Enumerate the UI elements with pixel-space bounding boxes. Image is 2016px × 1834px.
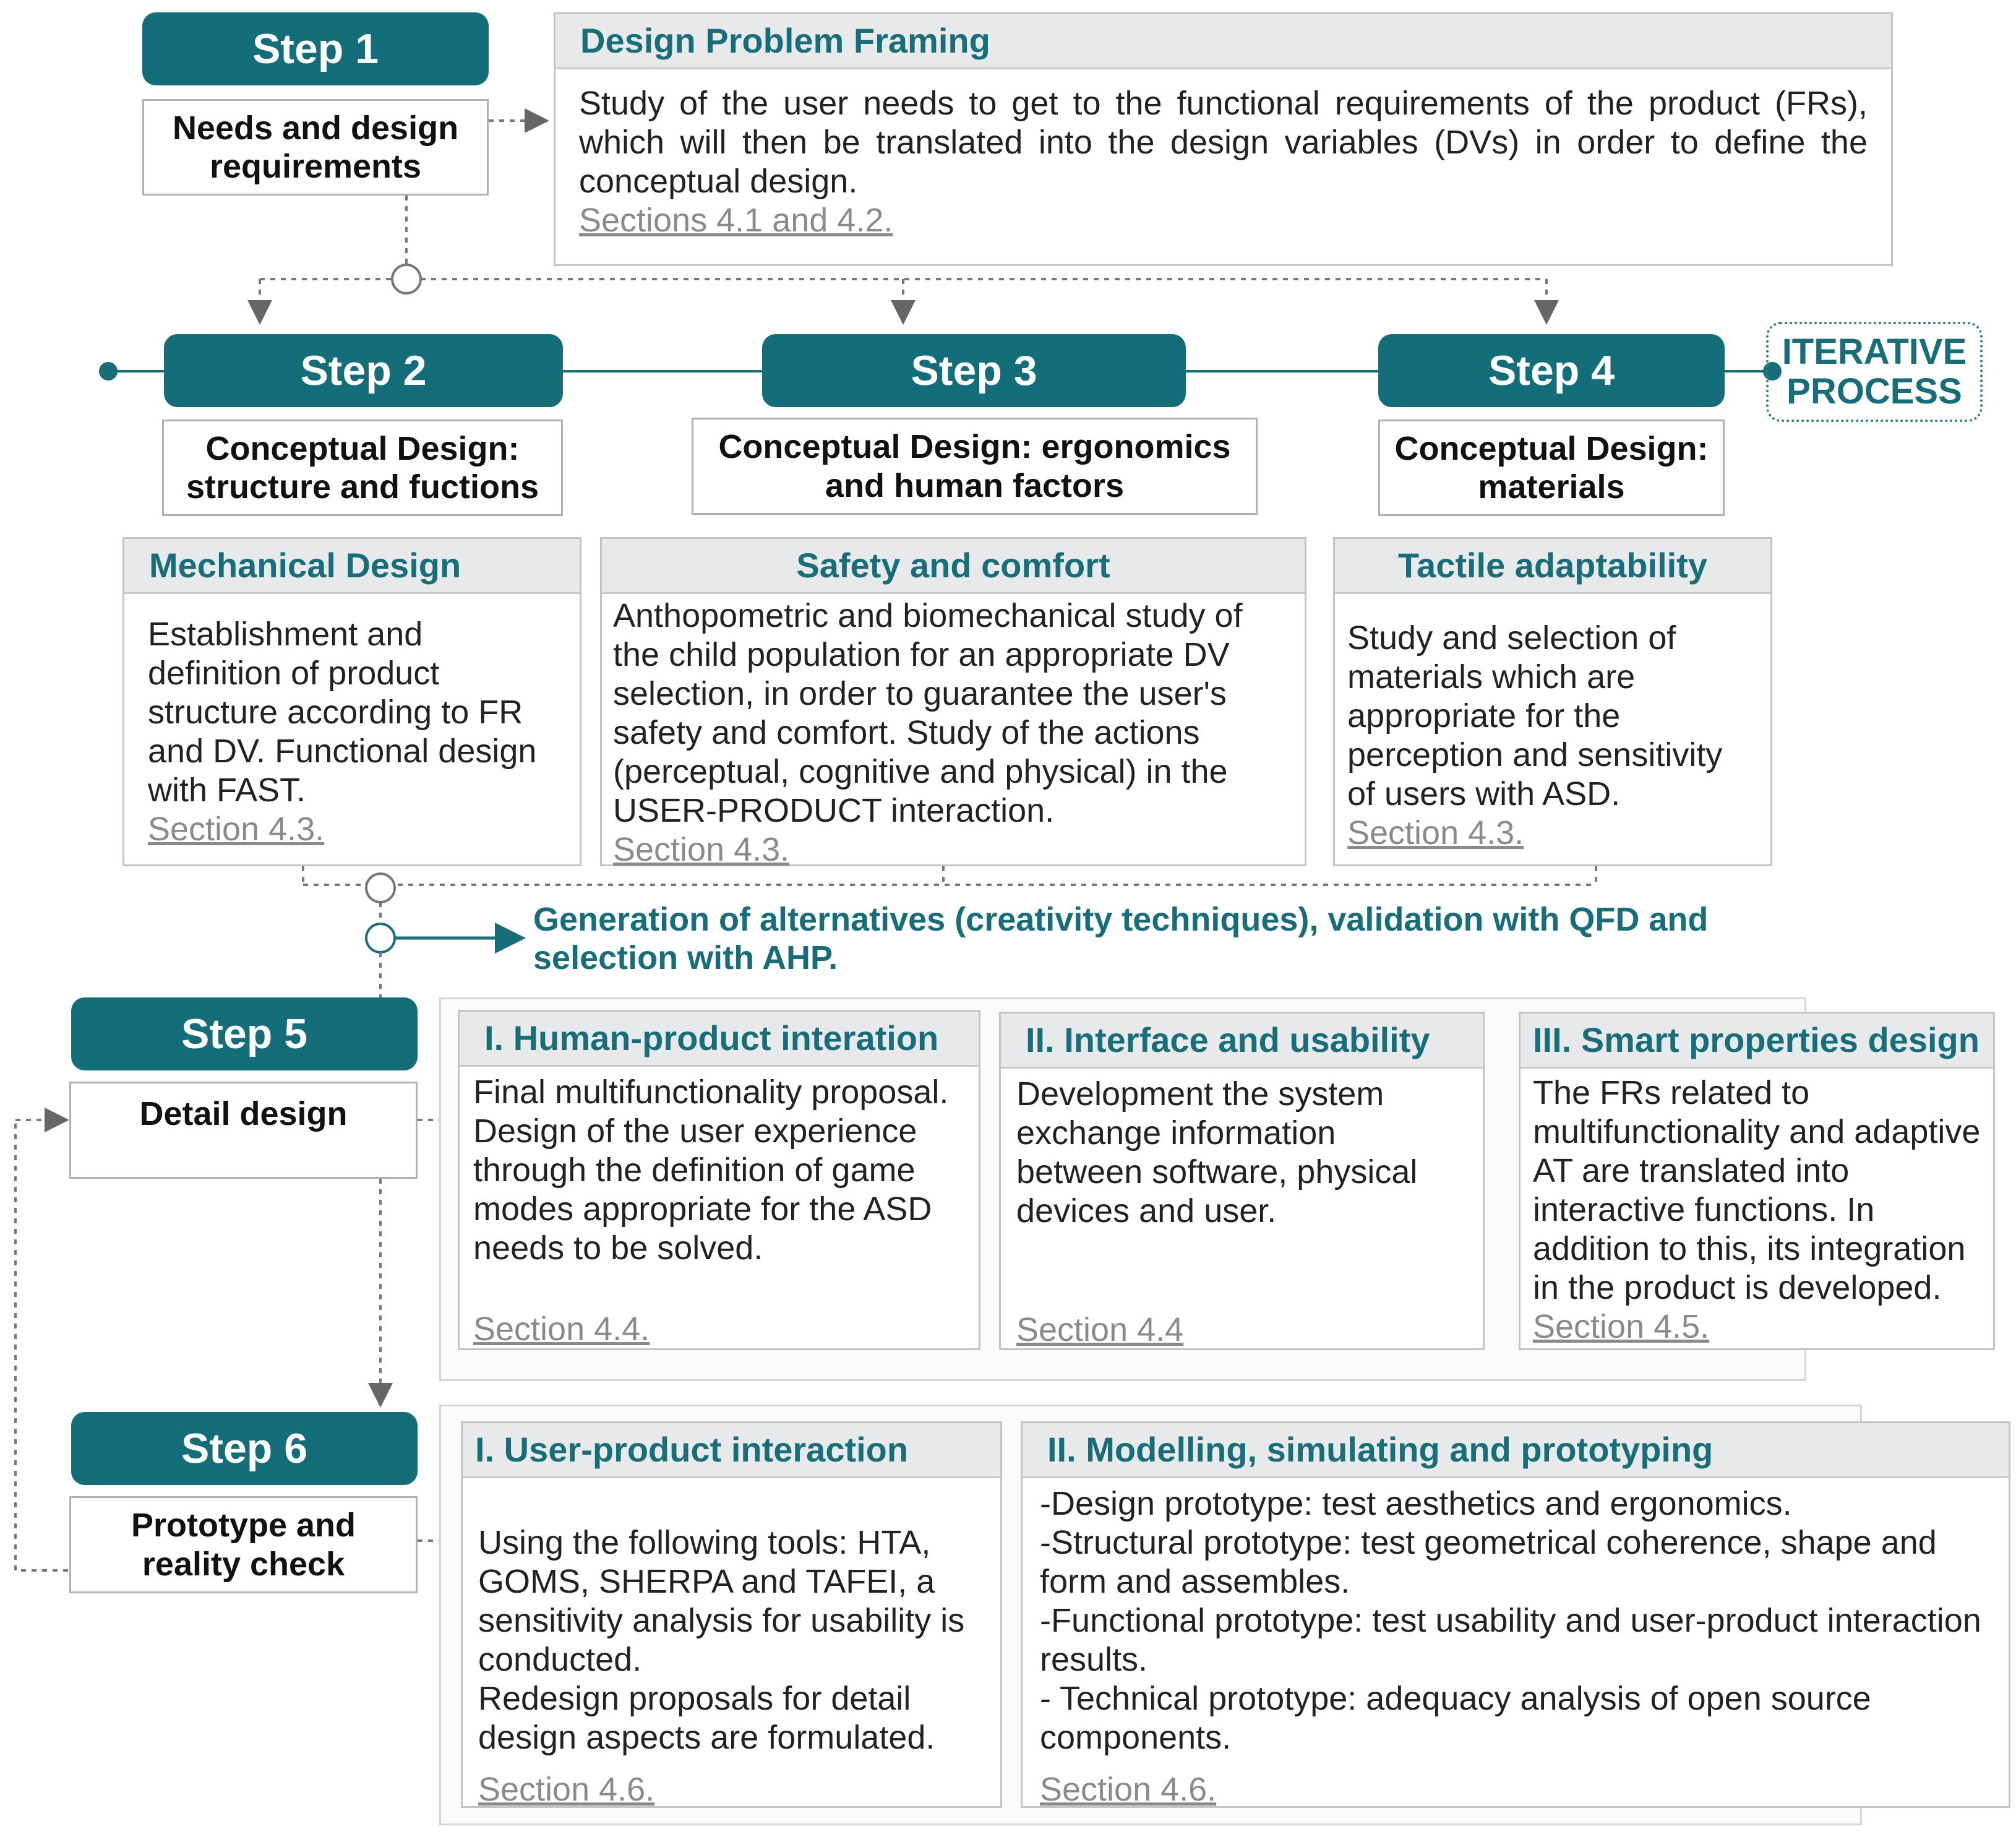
section-link[interactable]: Section 4.5. xyxy=(1533,1308,1710,1345)
section-link[interactable]: Section 4.3. xyxy=(148,811,325,848)
section-link[interactable]: Sections 4.1 and 4.2. xyxy=(579,202,893,239)
section-link[interactable]: Section 4.4 xyxy=(1016,1311,1184,1348)
mechanical-text: Establishment and definition of product … xyxy=(148,616,537,809)
card-body: The FRs related to multifunctionality an… xyxy=(1521,1069,1993,1346)
card-body: Anthopometric and biomechanical study of… xyxy=(602,594,1305,869)
tactile-text: Study and selection of materials which a… xyxy=(1347,619,1723,812)
card-body: Establishment and definition of product … xyxy=(124,594,580,849)
card-body: Final multifunctionality proposal. Desig… xyxy=(460,1067,979,1348)
step-4-subtitle: Conceptual Design: materials xyxy=(1378,420,1725,516)
step-3-subtitle: Conceptual Design: ergonomics and human … xyxy=(692,418,1258,515)
step-1-subtitle: Needs and design requirements xyxy=(142,99,489,196)
card-body: -Design prototype: test aesthetics and e… xyxy=(1023,1478,2009,1809)
section-link[interactable]: Section 4.6. xyxy=(478,1771,655,1808)
step-5-badge: Step 5 xyxy=(71,997,418,1070)
iterative-process-label: ITERATIVE PROCESS xyxy=(1766,322,1983,422)
card-title: I. Human-product interation xyxy=(460,1012,979,1067)
interface-text: Development the system exchange informat… xyxy=(1016,1075,1418,1229)
step-3-badge: Step 3 xyxy=(762,334,1186,407)
safety-text: Anthopometric and biomechanical study of… xyxy=(613,597,1243,829)
design-problem-framing-card: Design Problem Framing Study of the user… xyxy=(554,12,1893,266)
mechanical-design-card: Mechanical Design Establishment and defi… xyxy=(122,537,581,866)
step-6-badge: Step 6 xyxy=(71,1412,418,1485)
interface-usability-card: II. Interface and usability Development … xyxy=(999,1012,1485,1350)
modelling-text: -Design prototype: test aesthetics and e… xyxy=(1040,1485,1981,1756)
section-link[interactable]: Section 4.3. xyxy=(1347,814,1524,851)
modelling-simulating-prototyping-card: II. Modelling, simulating and prototypin… xyxy=(1021,1421,2010,1808)
card-title: Safety and comfort xyxy=(602,539,1305,594)
section-link[interactable]: Section 4.3. xyxy=(613,831,790,868)
user-product-interaction-card: I. User-product interaction Using the fo… xyxy=(461,1421,1002,1808)
card-body: Development the system exchange informat… xyxy=(1001,1069,1483,1348)
generation-of-alternatives-label: Generation of alternatives (creativity t… xyxy=(533,901,1709,976)
step-5-subtitle: Detail design xyxy=(69,1082,418,1179)
section-link[interactable]: Section 4.4. xyxy=(473,1311,650,1348)
section-link[interactable]: Section 4.6. xyxy=(1040,1771,1217,1808)
card-title: Tactile adaptability xyxy=(1335,539,1770,594)
card-title: Mechanical Design xyxy=(124,539,580,594)
step-1-badge: Step 1 xyxy=(142,12,489,85)
tactile-adaptability-card: Tactile adaptability Study and selection… xyxy=(1333,537,1772,866)
safety-comfort-card: Safety and comfort Anthopometric and bio… xyxy=(600,537,1306,869)
smart-text: The FRs related to multifunctionality an… xyxy=(1533,1074,1981,1306)
step-2-badge: Step 2 xyxy=(164,334,563,407)
card-title: II. Modelling, simulating and prototypin… xyxy=(1023,1423,2009,1478)
framing-text: Study of the user needs to get to the fu… xyxy=(579,85,1868,200)
userprod-text: Using the following tools: HTA, GOMS, SH… xyxy=(478,1524,965,1756)
human-product-interation-card: I. Human-product interation Final multif… xyxy=(458,1010,980,1350)
smart-properties-design-card: III. Smart properties design The FRs rel… xyxy=(1519,1012,1995,1350)
card-body: Study and selection of materials which a… xyxy=(1335,594,1770,853)
card-title: III. Smart properties design xyxy=(1521,1014,1993,1069)
card-title: I. User-product interaction xyxy=(463,1423,1000,1478)
step-2-subtitle: Conceptual Design: structure and fuction… xyxy=(162,420,563,516)
step-4-badge: Step 4 xyxy=(1378,334,1725,407)
card-title: II. Interface and usability xyxy=(1001,1014,1483,1069)
step-6-subtitle: Prototype and reality check xyxy=(69,1496,418,1593)
card-body: Study of the user needs to get to the fu… xyxy=(555,69,1891,240)
card-title: Design Problem Framing xyxy=(555,14,1891,69)
human-text: Final multifunctionality proposal. Desig… xyxy=(473,1074,949,1267)
card-body: Using the following tools: HTA, GOMS, SH… xyxy=(463,1478,1000,1809)
